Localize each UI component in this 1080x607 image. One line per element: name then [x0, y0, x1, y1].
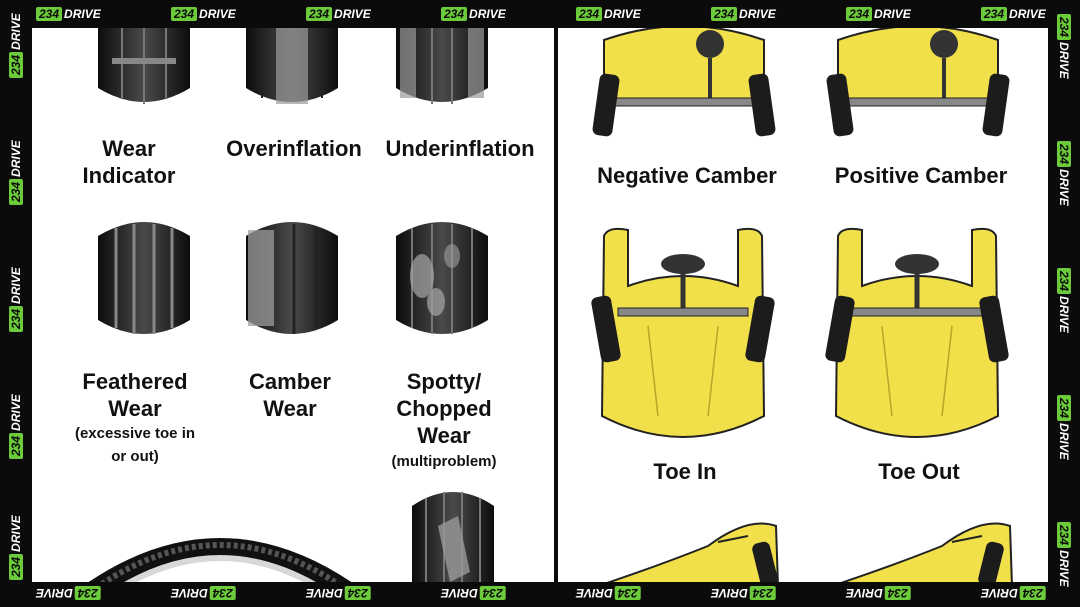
label-underinflation: Underinflation	[385, 136, 535, 161]
diagonal-wear-tire	[408, 486, 498, 582]
toe-out-car	[822, 226, 1012, 456]
label-toe-in: Toe In	[653, 459, 717, 484]
spotty-wear-tire	[392, 216, 492, 340]
label-overinflation: Overinflation	[226, 136, 362, 161]
label-feathered-wear: Feathered Wear	[82, 369, 188, 421]
label-camber-wear: Camber Wear	[249, 369, 331, 421]
positive-camber-car	[824, 28, 1012, 144]
feathered-wear-tire	[94, 216, 194, 340]
label-negative-camber: Negative Camber	[597, 163, 777, 188]
wear-indicator-tire	[94, 28, 194, 110]
label-spotty-wear: Spotty/ Chopped Wear	[396, 369, 492, 448]
tire-wear-panel: Wear Indicator Overinflation Underinflat…	[32, 28, 554, 582]
side-view-car-right	[832, 506, 1032, 582]
label-toe-out: Toe Out	[878, 459, 960, 484]
overinflation-tire	[242, 28, 342, 110]
side-view-car-left	[598, 506, 798, 582]
camber-wear-tire	[242, 216, 342, 340]
label-wear-indicator: Wear Indicator	[82, 136, 176, 188]
negative-camber-car	[590, 28, 778, 144]
toe-in-car	[588, 226, 778, 456]
label-positive-camber: Positive Camber	[834, 163, 1008, 188]
alignment-panel: Negative Camber Positive Camber Toe In T…	[558, 28, 1048, 582]
large-tire-sidewall	[80, 508, 360, 582]
underinflation-tire	[392, 28, 492, 110]
label-spotty-note: (multiproblem)	[391, 453, 497, 470]
label-feathered-note: (excessive toe in or out)	[74, 425, 196, 465]
